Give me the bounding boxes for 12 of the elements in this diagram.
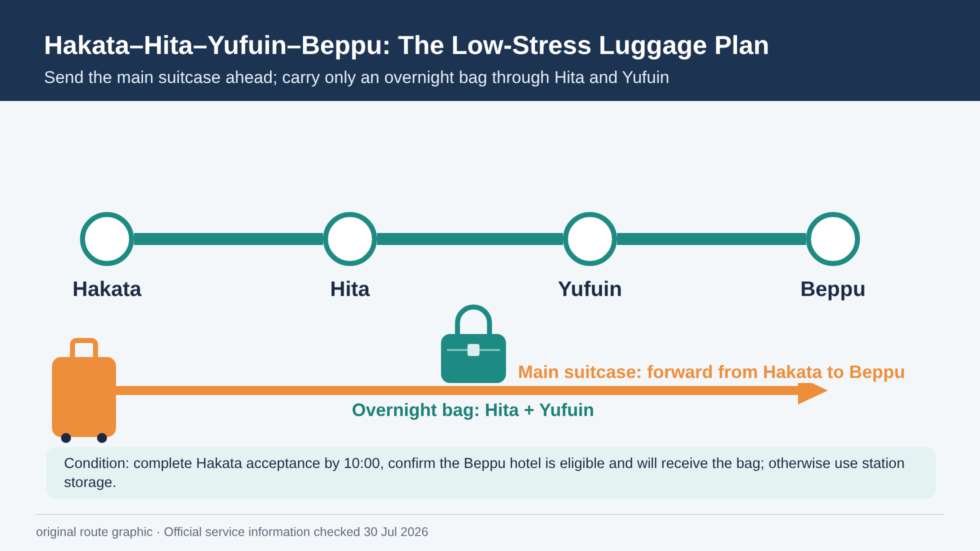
subtitle: Send the main suitcase ahead; carry only an overnight bag through Hita and Yufuin [44, 67, 670, 89]
source-note: original route graphic · Official service information checked 30 Jul 2026 [36, 524, 428, 540]
station-name: Hita [330, 277, 370, 302]
bag-caption: Overnight bag: Hita + Yufuin [352, 399, 594, 421]
station-name: Beppu [800, 277, 866, 302]
route-line [377, 233, 563, 245]
station-name: Yufuin [558, 277, 622, 302]
note-panel: Condition: complete Hakata acceptance by 10:00, confirm the Beppu hotel is eligible and will receive the bag; otherwise use station storage. [46, 447, 936, 499]
station-name: Hakata [72, 277, 142, 302]
route-line [134, 233, 323, 245]
route-line [617, 233, 806, 245]
title: Hakata–Hita–Yufuin–Beppu: The Low-Stress Luggage Plan [44, 29, 770, 61]
